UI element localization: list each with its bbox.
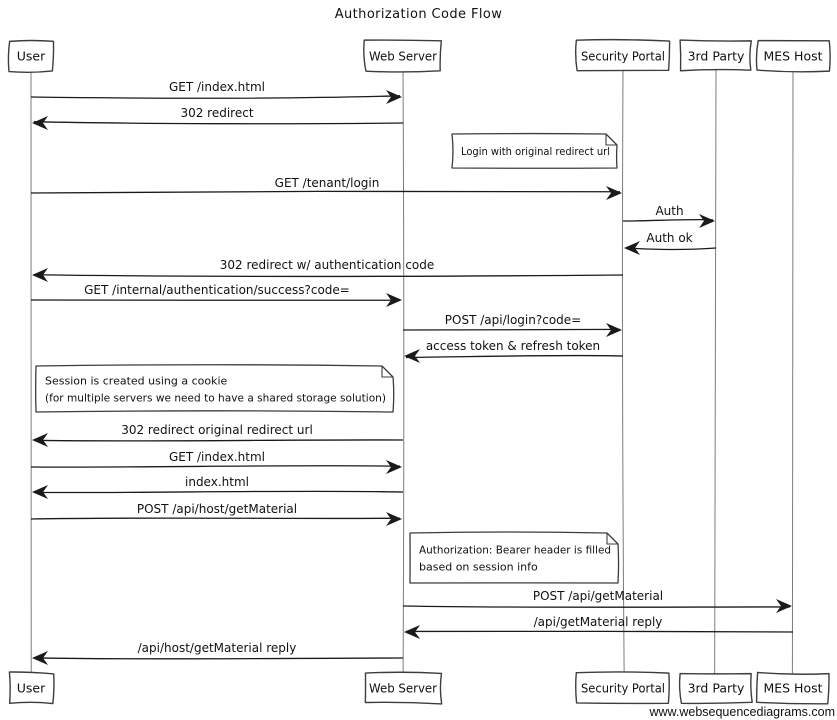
message-line-11: [33, 439, 404, 442]
message-arrowhead-7: [386, 293, 402, 307]
message-label-4: Auth: [655, 204, 683, 218]
actor-label-top-user: User: [17, 49, 46, 64]
actor-box-top-security: [574, 38, 671, 72]
message-label-9: access token & refresh token: [426, 339, 600, 353]
lifeline-thirdparty: [714, 68, 717, 676]
lifeline-security: [621, 68, 625, 676]
note-fold-icon-10: [381, 366, 393, 378]
message-line-18: [33, 657, 404, 660]
message-arrowhead-9: [404, 349, 420, 363]
message-arrowhead-4: [699, 214, 715, 228]
actor-box-bottom-thirdparty: [678, 672, 753, 705]
message-line-5: [625, 247, 717, 251]
lifeline-user: [30, 68, 33, 676]
actor-label-top-meshost: MES Host: [763, 49, 822, 64]
lifeline-meshost: [791, 68, 794, 676]
message-line-13: [33, 490, 404, 494]
actor-label-bottom-user: User: [17, 681, 46, 696]
actor-label-top-thirdparty: 3rd Party: [688, 49, 745, 64]
message-line-0: [30, 95, 401, 99]
message-line-4: [622, 218, 714, 222]
actor-box-bottom-webserver: [364, 671, 443, 705]
note-fold-icon-15: [606, 533, 618, 545]
note-text-line: based on session info: [419, 561, 538, 574]
message-arrowhead-12: [386, 460, 402, 474]
lifeline-webserver: [402, 68, 405, 676]
message-label-16: POST /api/getMaterial: [533, 589, 663, 603]
message-arrowhead-17: [404, 625, 420, 639]
message-label-8: POST /api/login?code=: [445, 313, 581, 327]
actor-label-bottom-thirdparty: 3rd Party: [688, 681, 745, 696]
actor-box-top-webserver: [363, 39, 443, 73]
message-line-9: [405, 354, 624, 359]
message-line-3: [30, 190, 621, 194]
message-arrowhead-16: [776, 599, 792, 613]
message-label-17: /api/getMaterial reply: [534, 615, 663, 629]
message-arrowhead-6: [32, 268, 48, 282]
message-line-14: [30, 517, 401, 520]
message-arrowhead-8: [606, 323, 622, 337]
message-arrowhead-14: [386, 512, 402, 526]
actor-label-top-security: Security Portal: [581, 49, 665, 64]
message-label-3: GET /tenant/login: [275, 176, 380, 190]
message-label-1: 302 redirect: [180, 106, 253, 120]
message-arrowhead-13: [32, 485, 48, 499]
message-arrowhead-3: [606, 186, 622, 200]
note-box-2: [451, 132, 618, 169]
message-line-16: [402, 605, 791, 608]
actor-box-top-thirdparty: [679, 39, 753, 72]
message-arrowhead-1: [32, 116, 48, 130]
note-fold-icon-2: [605, 134, 617, 146]
note-text-line: (for multiple servers we need to have a …: [45, 392, 386, 405]
message-arrowhead-11: [32, 433, 48, 447]
note-text-line: Authorization: Bearer header is filled: [419, 544, 611, 557]
note-text-line: Login with original redirect url: [461, 145, 610, 158]
message-label-18: /api/host/getMaterial reply: [138, 641, 297, 655]
message-label-6: 302 redirect w/ authentication code: [220, 258, 435, 272]
note-box-10: [35, 364, 395, 413]
actor-box-top-user: [7, 39, 55, 74]
message-line-17: [405, 630, 794, 633]
message-line-6: [33, 274, 624, 277]
message-label-11: 302 redirect original redirect url: [121, 423, 313, 437]
actor-label-bottom-webserver: Web Server: [369, 681, 438, 696]
message-label-13: index.html: [185, 475, 249, 489]
message-arrowhead-0: [386, 90, 402, 104]
note-box-15: [409, 531, 620, 584]
message-arrowhead-18: [32, 651, 48, 665]
diagram-title: Authorization Code Flow: [334, 7, 503, 22]
message-arrowhead-5: [624, 241, 640, 255]
message-line-12: [30, 465, 401, 468]
actor-label-bottom-meshost: MES Host: [763, 681, 822, 696]
message-label-7: GET /internal/authentication/success?cod…: [84, 283, 350, 297]
actor-box-top-meshost: [755, 39, 831, 73]
message-line-8: [402, 328, 621, 331]
actor-box-bottom-security: [575, 671, 670, 705]
message-label-5: Auth ok: [646, 231, 692, 245]
message-label-14: POST /api/host/getMaterial: [137, 502, 297, 516]
actor-label-bottom-security: Security Portal: [581, 681, 665, 696]
watermark: www.websequencediagrams.com: [649, 705, 835, 719]
message-label-0: GET /index.html: [169, 80, 265, 94]
message-line-1: [33, 121, 404, 125]
actor-label-top-webserver: Web Server: [369, 49, 438, 64]
actor-box-bottom-meshost: [755, 671, 830, 705]
note-text-line: Session is created using a cookie: [45, 375, 228, 388]
actor-box-bottom-user: [8, 671, 55, 705]
message-label-12: GET /index.html: [169, 450, 265, 464]
